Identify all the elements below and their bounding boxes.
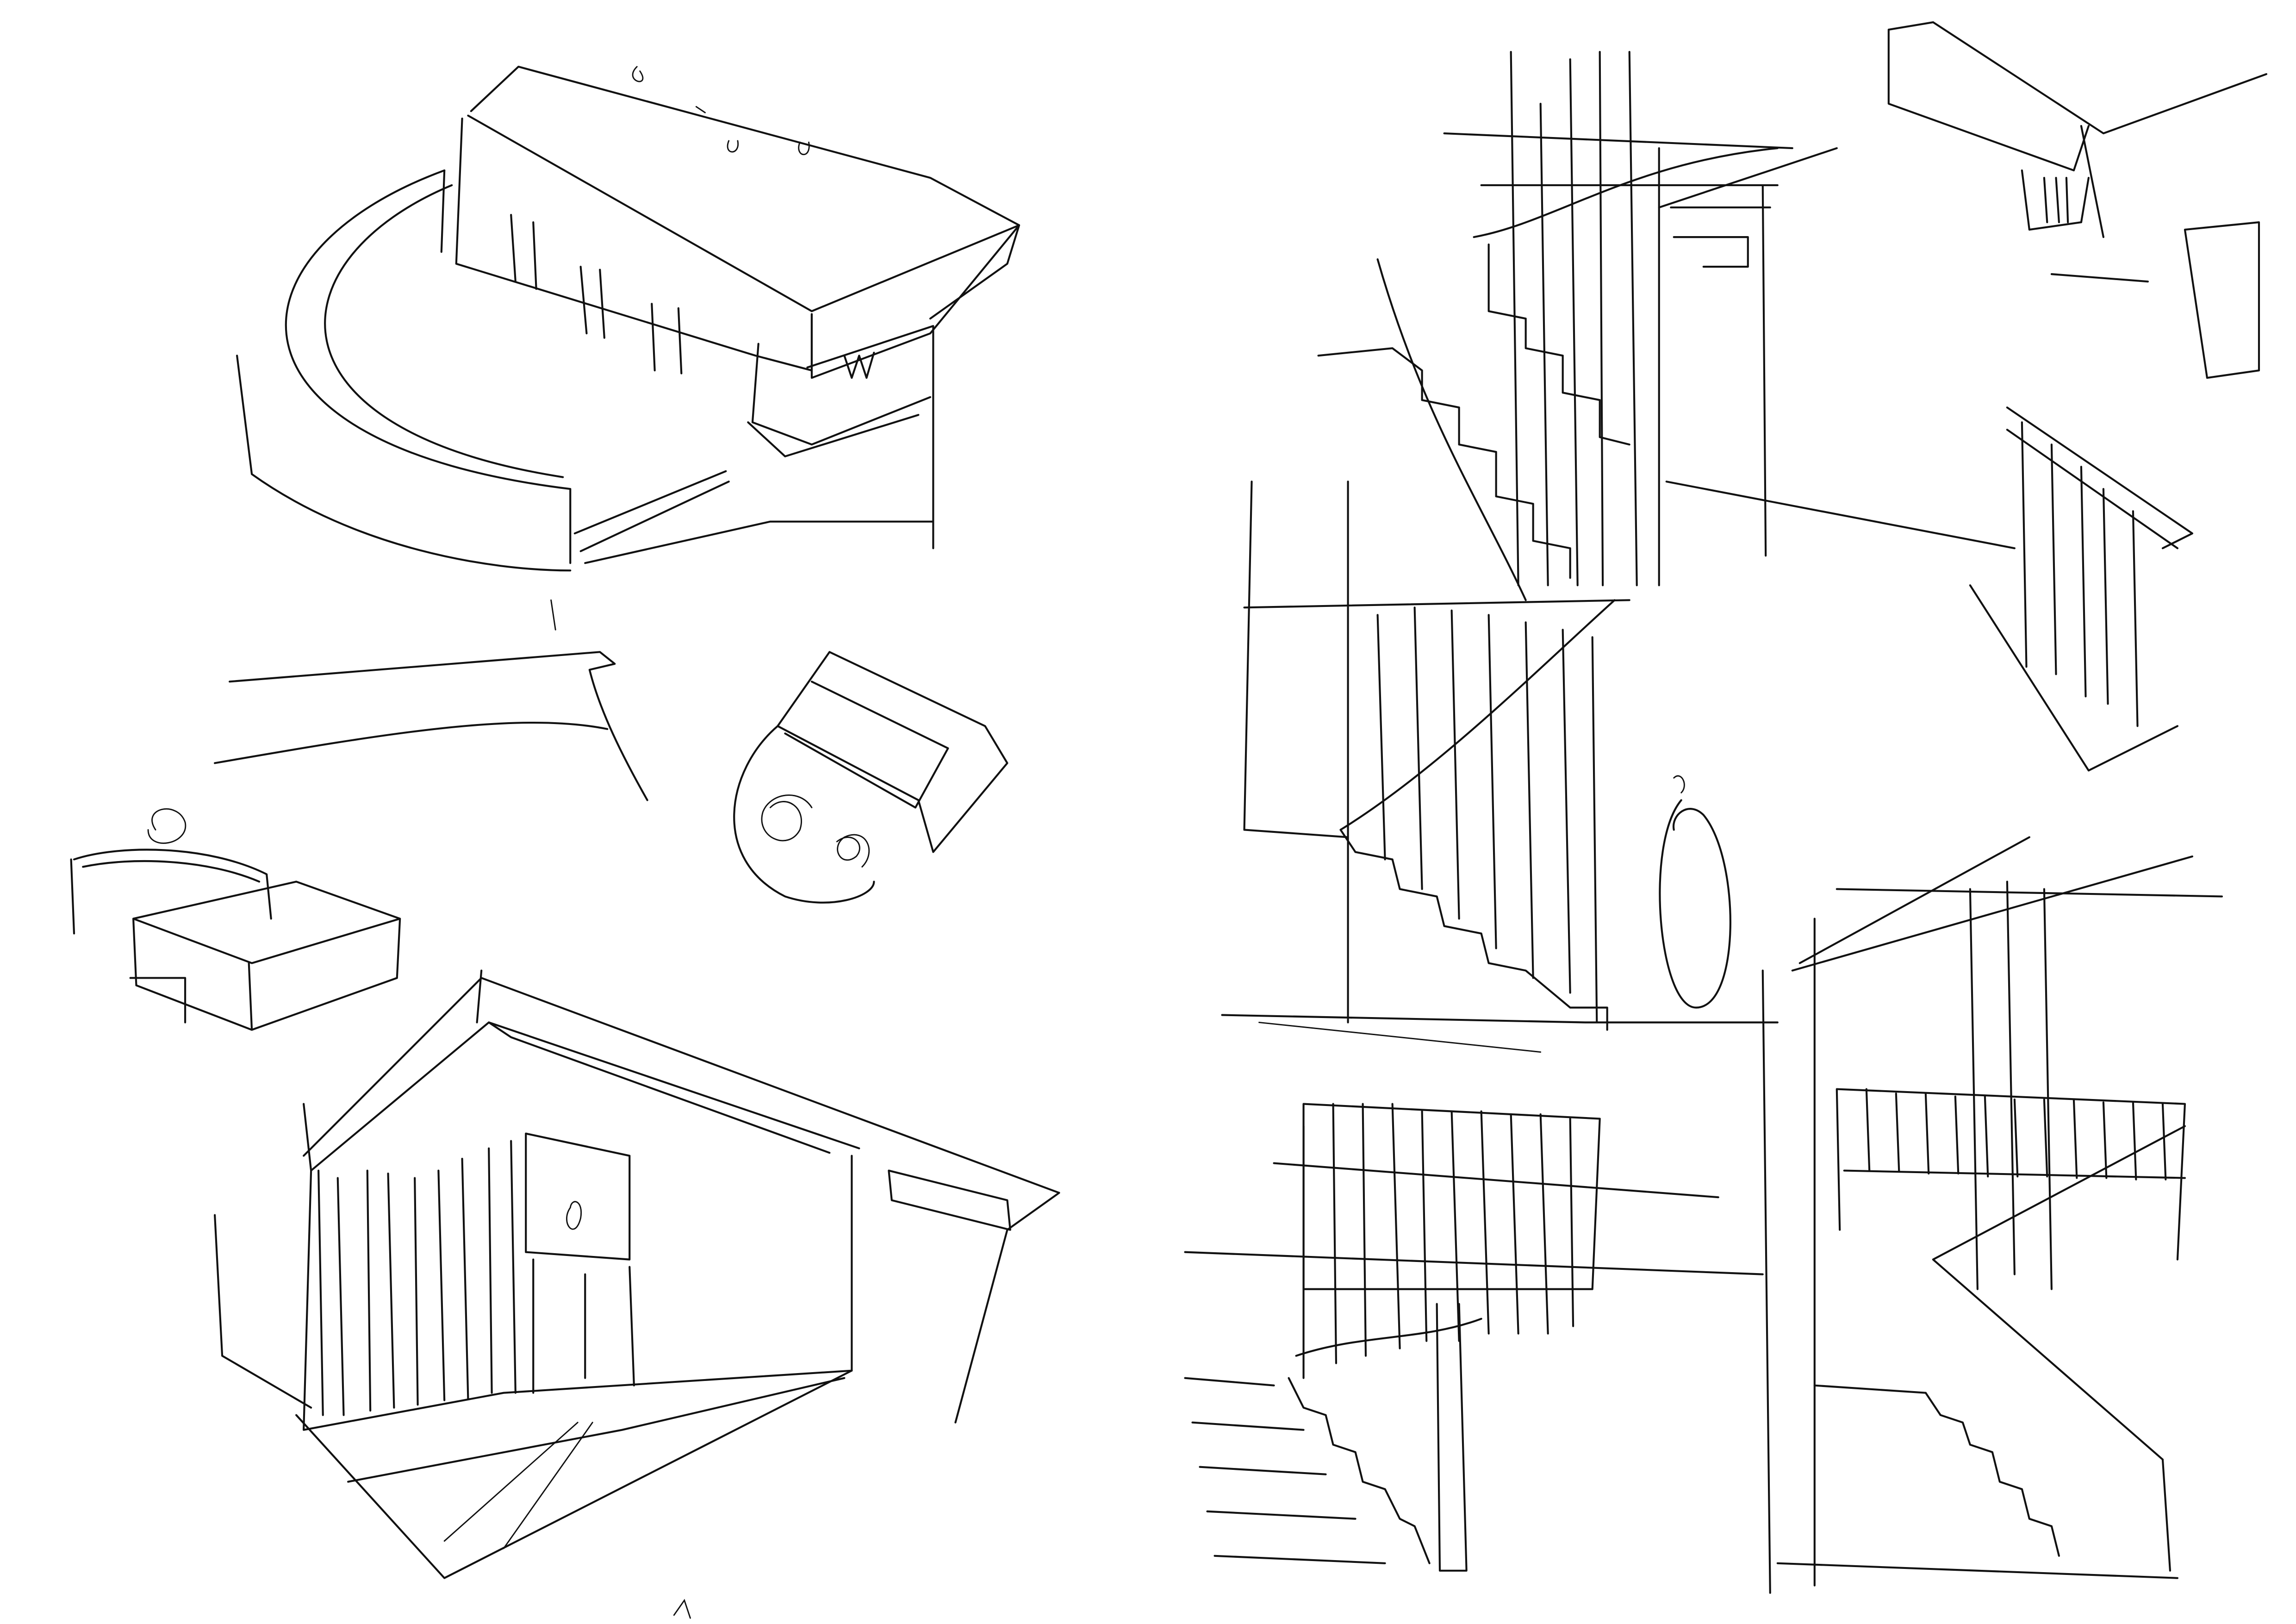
interior-perspective-sketch xyxy=(214,969,1060,1579)
building-with-curved-wall-sketch xyxy=(236,65,1020,572)
small-mark xyxy=(673,1599,691,1619)
small-plan-with-spirals-sketch xyxy=(733,651,1008,904)
oval-loop-sketch xyxy=(1659,775,1731,1009)
ground-line-study-sketch xyxy=(214,599,648,801)
staircase-section-sketch xyxy=(1221,50,2016,1053)
stair-under-slats-left-sketch xyxy=(1184,1103,1764,1572)
small-massing-model-sketch xyxy=(70,808,401,1031)
upper-corner-detail-sketch xyxy=(1887,21,2268,379)
ceiling-slats-detail-sketch xyxy=(1969,406,2194,772)
stair-under-slats-right-sketch xyxy=(1761,836,2223,1594)
